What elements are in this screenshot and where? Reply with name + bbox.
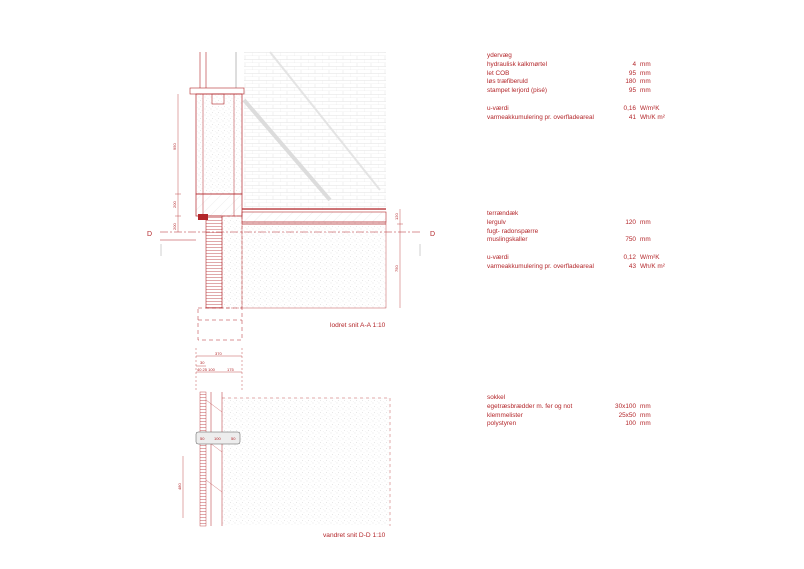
horizontal-dimensions — [195, 348, 243, 392]
dim-plinth: 200 — [172, 201, 177, 208]
dim-detail-mid: 100 — [214, 436, 221, 441]
plinth-section — [197, 214, 243, 341]
dim-part-b: 175 — [227, 367, 234, 372]
dim-floor-top: 120 — [394, 213, 399, 220]
section-mark-left: D — [147, 231, 152, 238]
dim-parts: 40 25 100 — [197, 367, 216, 372]
spec-plinth-title: sokkel — [487, 394, 506, 401]
section-mark-right: D — [430, 231, 435, 238]
spec-floor-title: terrændæk — [487, 210, 519, 217]
spec-wall-title: ydervæg — [487, 52, 512, 59]
spec-row: fugt- radonspærre — [487, 227, 539, 235]
caption-horizontal-section: vandret snit D-D 1:10 — [323, 532, 386, 539]
section-line-d — [160, 231, 421, 256]
dim-detail-left: 50 — [200, 436, 205, 441]
dim-wall-height: 950 — [172, 143, 177, 150]
plan-section — [182, 391, 391, 527]
caption-vertical-section: lodret snit A-A 1:10 — [330, 322, 386, 329]
dim-plan-height: 480 — [177, 483, 182, 490]
floor-section — [241, 208, 387, 309]
vertical-dimensions — [175, 94, 403, 308]
dim-total-width: 370 — [215, 351, 222, 356]
dim-detail-right: 50 — [231, 436, 236, 441]
dim-ground: 200 — [172, 223, 177, 230]
dim-part-a: 30 — [200, 360, 205, 365]
interior-wall-pattern — [242, 51, 386, 210]
wall-section — [195, 93, 243, 217]
dim-floor-fill: 750 — [394, 265, 399, 272]
